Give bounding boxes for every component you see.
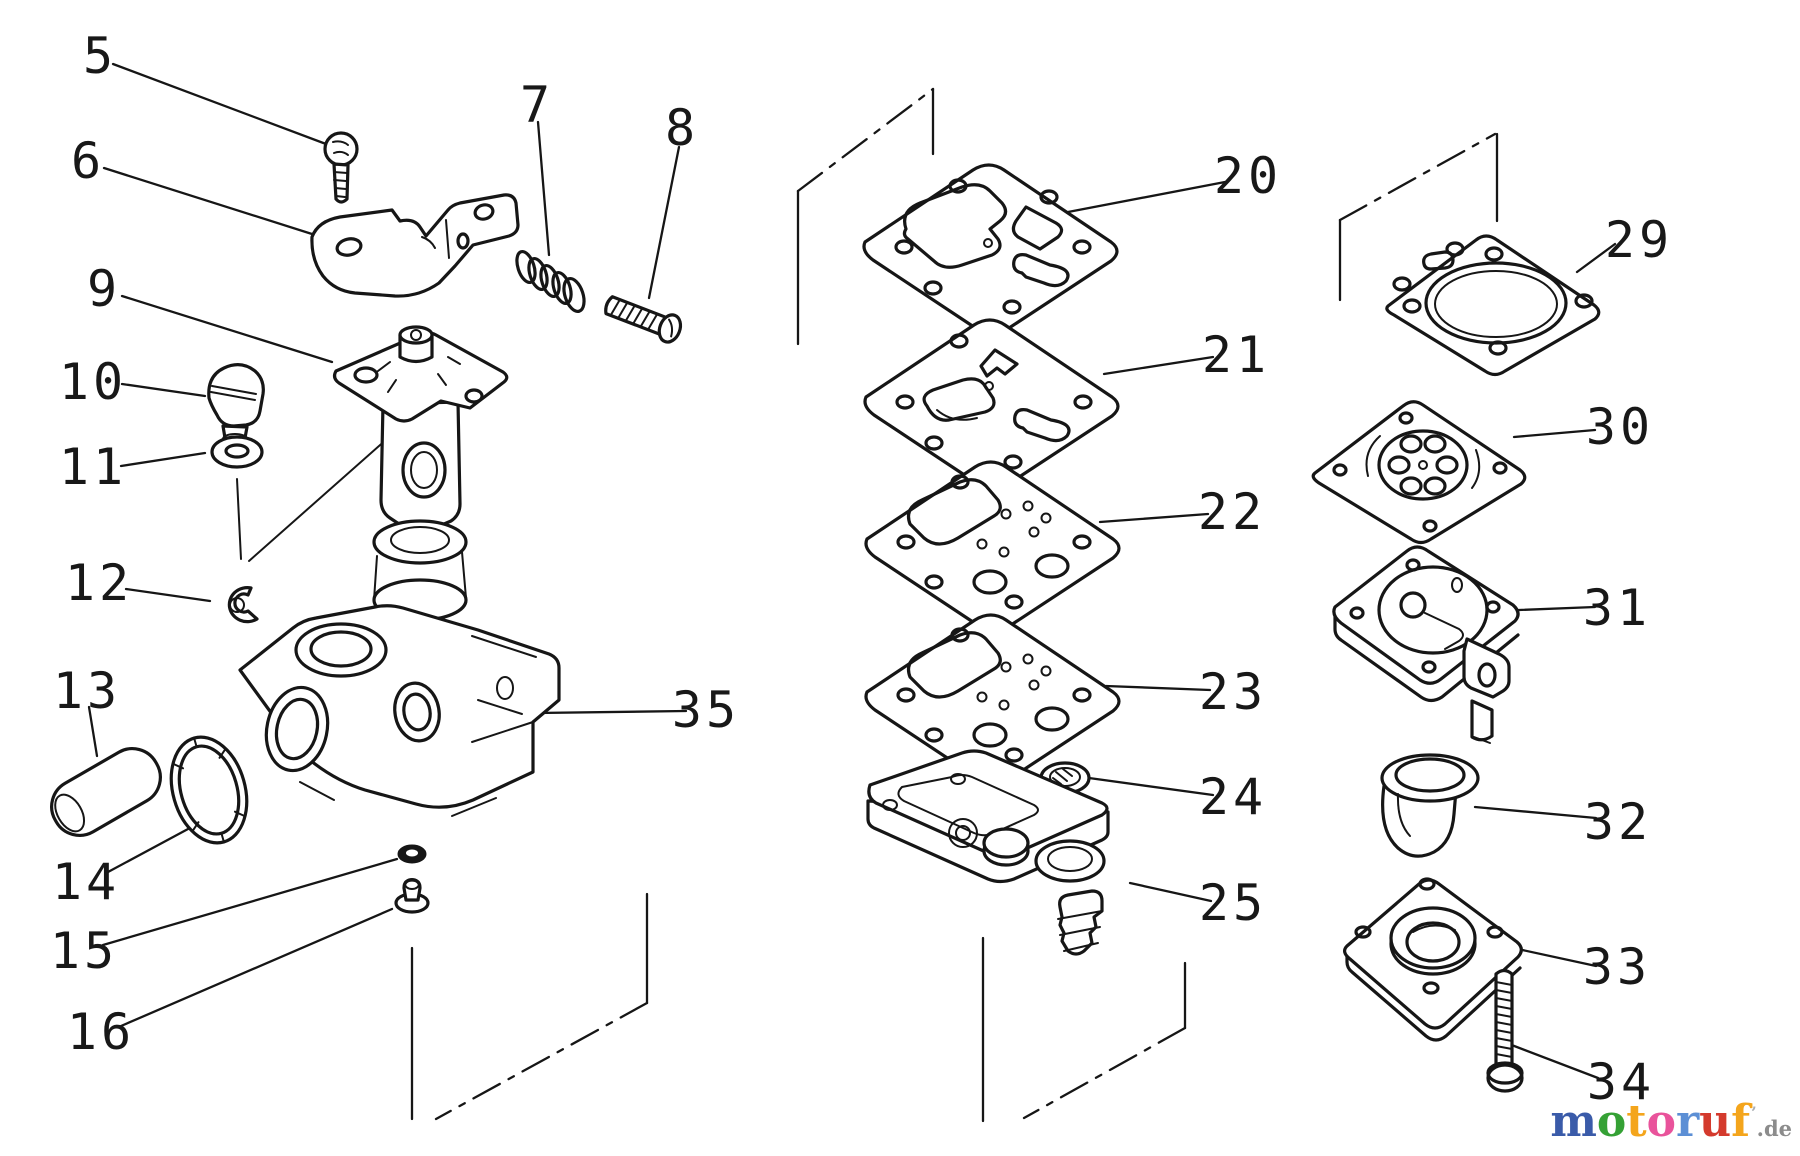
part-label-7: 7 — [520, 76, 554, 134]
part-15-washer-small — [397, 844, 427, 864]
watermark-letter: r — [1675, 1096, 1700, 1147]
part-label-24: 24 — [1199, 768, 1267, 826]
part-29-metering-gasket — [1385, 234, 1601, 377]
part-label-5: 5 — [83, 27, 117, 85]
part-label-14: 14 — [52, 853, 120, 911]
part-label-33: 33 — [1583, 938, 1651, 996]
part-label-11: 11 — [59, 438, 127, 496]
watermark-letter: o — [1596, 1096, 1627, 1147]
part-label-32: 32 — [1584, 793, 1652, 851]
part-label-34: 34 — [1587, 1053, 1655, 1111]
part-13-fuel-filter-tube — [50, 747, 162, 837]
kit-bracket-marks — [410, 87, 1499, 1123]
watermark-letter: m — [1550, 1096, 1597, 1147]
part-12-e-clip — [227, 586, 259, 624]
part-label-16: 16 — [67, 1003, 135, 1061]
part-10-idle-adjust-cap — [207, 363, 265, 445]
part-label-6: 6 — [71, 132, 105, 190]
part-32-primer-bulb — [1380, 753, 1480, 858]
part-label-13: 13 — [53, 662, 121, 720]
part-label-22: 22 — [1198, 483, 1266, 541]
part-label-31: 31 — [1583, 579, 1651, 637]
part-30-metering-diaphragm — [1311, 400, 1527, 545]
part-31-metering-body — [1332, 545, 1520, 744]
watermark-letter: o — [1646, 1096, 1676, 1147]
part-label-20: 20 — [1214, 147, 1282, 205]
watermark-letter: u — [1699, 1096, 1732, 1147]
part-21-pump-diaphragm — [863, 318, 1120, 491]
part-label-15: 15 — [50, 922, 118, 980]
leader-lines — [87, 62, 1617, 1080]
part-6-throttle-bracket — [310, 193, 520, 298]
part-11-washer — [210, 435, 264, 469]
part-label-35: 35 — [672, 681, 740, 739]
part-22-metering-gasket — [866, 462, 1119, 631]
part-34-primer-screw — [1486, 968, 1524, 1093]
part-14-seal-ring — [169, 735, 249, 845]
part-label-29: 29 — [1605, 211, 1673, 269]
watermark-domain-suffix: .de — [1756, 1116, 1792, 1141]
part-35-carburetor-body — [238, 604, 561, 817]
part-label-25: 25 — [1199, 874, 1267, 932]
part-8-screw — [604, 295, 683, 344]
part-16-plug-screw — [394, 878, 430, 914]
part-9-throttle-shaft-plate-assembly — [332, 325, 509, 622]
part-label-21: 21 — [1202, 326, 1270, 384]
part-label-8: 8 — [665, 99, 699, 157]
part-label-9: 9 — [87, 260, 121, 318]
part-20-pump-gasket — [862, 163, 1119, 336]
part-label-23: 23 — [1199, 663, 1267, 721]
part-label-30: 30 — [1586, 398, 1654, 456]
watermark-letter: t — [1626, 1096, 1647, 1147]
part-25-pump-body — [866, 749, 1110, 956]
part-5-pan-head-screw — [323, 131, 359, 204]
watermark-tm-mark: ’ — [1751, 1103, 1757, 1122]
part-label-12: 12 — [65, 554, 133, 612]
part-7-spring — [515, 249, 586, 314]
part-label-10: 10 — [59, 353, 127, 411]
watermark-letter: f — [1731, 1096, 1751, 1147]
part-33-primer-base-plate — [1343, 877, 1523, 1042]
motoruf-watermark-logo: m o t o r u f ’ .de — [1550, 1096, 1792, 1152]
